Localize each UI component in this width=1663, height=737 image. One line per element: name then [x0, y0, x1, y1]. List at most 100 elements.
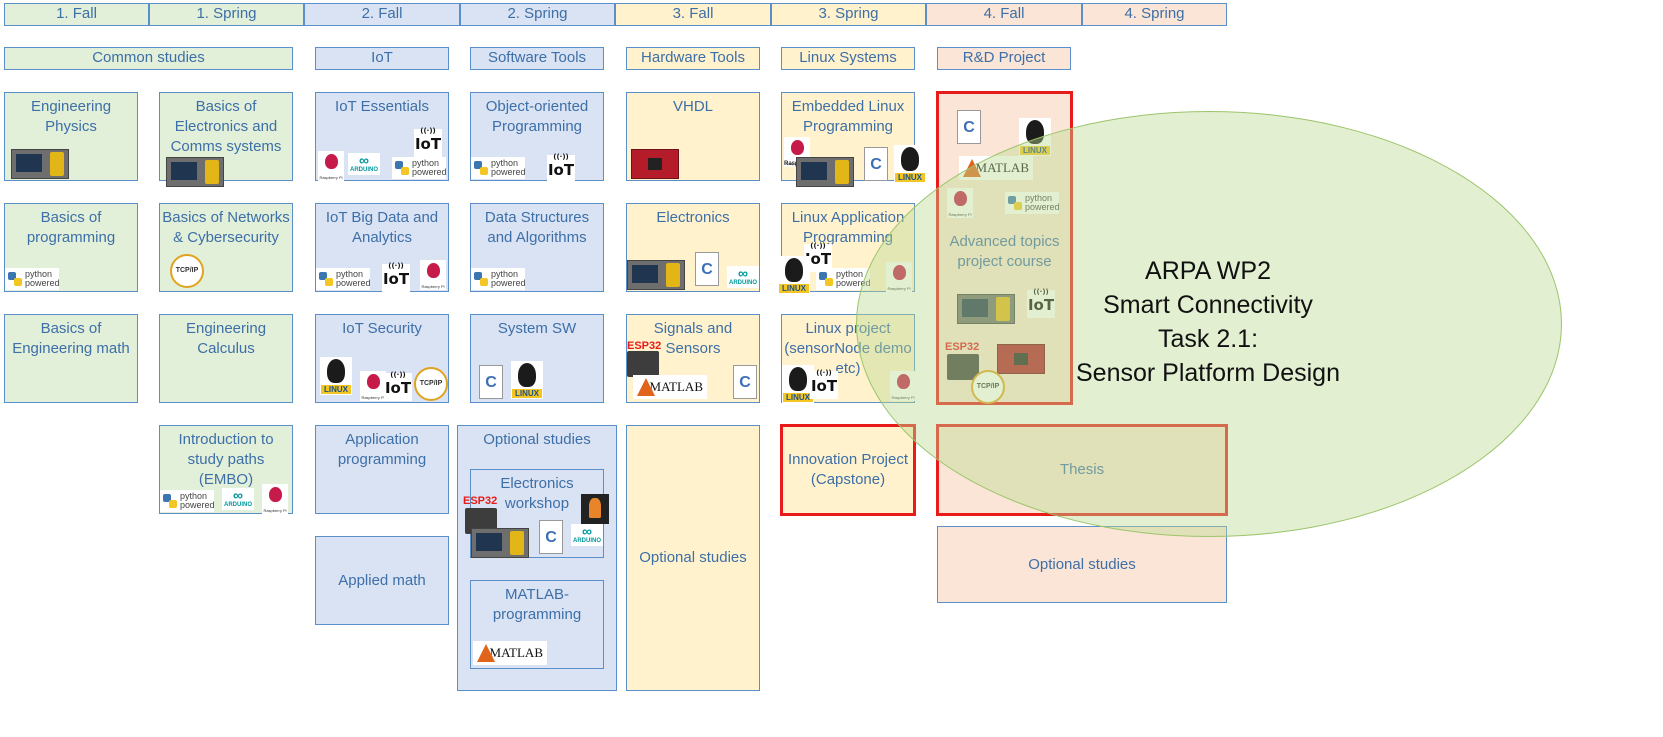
- c-book-icon: C: [479, 365, 503, 399]
- raspberry-pi-icon: [360, 371, 386, 401]
- course-iot-security: IoT Security IoT TCP/IP: [315, 314, 449, 403]
- course-basics-electronics: Basics of Electronics and Comms systems: [159, 92, 293, 187]
- c-book-icon: C: [539, 520, 563, 554]
- track-software-tools: Software Tools: [470, 47, 604, 70]
- course-app-programming: Application programming: [315, 425, 449, 514]
- oscilloscope-icon: [796, 157, 854, 187]
- arduino-text: ARDUINO: [350, 167, 378, 173]
- course-applied-math: Applied math: [315, 536, 449, 625]
- course-label: IoT Big Data and Analytics: [325, 209, 439, 246]
- course-label: MATLAB-programming: [492, 586, 582, 623]
- iot-icon: IoT: [810, 369, 838, 399]
- raspberry-pi-icon: [262, 484, 288, 514]
- esp32-label: ESP32: [463, 495, 498, 507]
- iot-icon: IoT: [414, 127, 442, 157]
- arduino-text: ARDUINO: [573, 538, 601, 544]
- iot-icon: IoT: [547, 153, 575, 183]
- oscilloscope-icon: [11, 149, 69, 179]
- arpa-line-4: Sensor Platform Design: [1075, 359, 1340, 387]
- arduino-text: ARDUINO: [729, 280, 757, 286]
- course-label: Application programming: [337, 431, 427, 468]
- raspberry-pi-label: Raspb: [784, 161, 803, 167]
- matlab-icon: MATLAB: [633, 375, 707, 399]
- arduino-symbol: ∞: [359, 152, 369, 168]
- tcpip-icon: TCP/IP: [170, 254, 204, 288]
- course-label: IoT Essentials: [335, 98, 429, 115]
- linux-icon: [782, 365, 814, 403]
- iot-icon: IoT: [382, 262, 410, 292]
- arpa-scope-ellipse: [856, 111, 1562, 537]
- arduino-icon: ∞ARDUINO: [571, 524, 603, 546]
- course-iot-big-data: IoT Big Data and Analytics python powere…: [315, 203, 449, 292]
- arduino-icon: ∞ARDUINO: [222, 488, 254, 510]
- course-label: Applied math: [338, 571, 426, 589]
- iot-icon: IoT: [384, 371, 412, 401]
- linux-icon: [894, 145, 926, 183]
- course-iot-essentials: IoT Essentials IoT ∞ARDUINO python power…: [315, 92, 449, 181]
- track-linux-systems: Linux Systems: [781, 47, 915, 70]
- course-electronics: Electronics C ∞ARDUINO: [626, 203, 760, 292]
- course-label: Engineering Calculus: [185, 320, 267, 357]
- course-optional-year4: Optional studies: [937, 526, 1227, 603]
- semester-3-spring: 3. Spring: [771, 3, 926, 26]
- course-label: Signals and Sensors: [653, 320, 733, 357]
- course-optional-hardware: Optional studies: [626, 425, 760, 691]
- linux-icon: [320, 357, 352, 395]
- oscilloscope-icon: [166, 157, 224, 187]
- python-icon: python powered: [392, 157, 447, 179]
- course-data-structures: Data Structures and Algorithms python po…: [470, 203, 604, 292]
- semester-2-fall: 2. Fall: [304, 3, 460, 26]
- linux-icon: [778, 256, 810, 294]
- course-label: Electronics: [656, 209, 730, 226]
- c-book-icon: C: [864, 147, 888, 181]
- course-basics-math: Basics of Engineering math: [4, 314, 138, 403]
- raspberry-pi-icon: [420, 260, 446, 290]
- course-label: Engineering Physics: [30, 98, 112, 135]
- python-icon: python powered: [160, 490, 215, 512]
- fpga-board-icon: [631, 149, 679, 179]
- course-basics-programming: Basics of programming python powered: [4, 203, 138, 292]
- course-label: System SW: [497, 320, 577, 337]
- course-signals-sensors: Signals and Sensors ESP32 MATLAB C: [626, 314, 760, 403]
- course-innovation-project: Innovation Project (Capstone): [780, 424, 916, 516]
- arpa-line-1: ARPA WP2: [1145, 257, 1271, 285]
- course-eng-calculus: Engineering Calculus: [159, 314, 293, 403]
- python-icon: python powered: [816, 268, 871, 290]
- course-system-sw: System SW C: [470, 314, 604, 403]
- arduino-text: ARDUINO: [224, 502, 252, 508]
- course-label: Innovation Project (Capstone): [787, 451, 909, 488]
- course-electronics-workshop: Electronics workshop ESP32 C ∞ARDUINO: [463, 469, 609, 558]
- arduino-icon: ∞ARDUINO: [727, 266, 759, 288]
- python-icon: python powered: [471, 157, 526, 179]
- group-title: Optional studies: [483, 431, 591, 448]
- arduino-icon: ∞ARDUINO: [348, 153, 380, 175]
- arpa-wp2-label: ARPA WP2 Smart Connectivity Task 2.1: Se…: [1038, 254, 1378, 390]
- semester-4-fall: 4. Fall: [926, 3, 1082, 26]
- course-vhdl: VHDL: [626, 92, 760, 181]
- course-label: Basics of programming: [26, 209, 116, 246]
- semester-4-spring: 4. Spring: [1082, 3, 1227, 26]
- course-label: IoT Security: [342, 320, 422, 337]
- course-label: Basics of Electronics and Comms systems: [170, 98, 282, 155]
- arduino-symbol: ∞: [582, 523, 592, 539]
- track-iot: IoT: [315, 47, 449, 70]
- python-icon: python powered: [316, 268, 371, 290]
- course-label: Basics of Networks & Cybersecurity: [162, 209, 290, 246]
- tcpip-icon: TCP/IP: [414, 367, 448, 401]
- c-book-icon: C: [957, 110, 981, 144]
- c-book-icon: C: [733, 365, 757, 399]
- course-matlab-programming: MATLAB-programming MATLAB: [470, 580, 604, 669]
- course-label: Basics of Engineering math: [12, 320, 130, 357]
- course-label: Electronics workshop: [500, 475, 574, 512]
- arpa-line-3: Task 2.1:: [1157, 325, 1259, 353]
- course-embedded-linux: Embedded Linux Programming Raspb C: [781, 92, 926, 187]
- raspberry-pi-icon: [318, 151, 344, 181]
- course-intro-study-paths: Introduction to study paths (EMBO) pytho…: [159, 425, 293, 514]
- linux-icon: [511, 361, 543, 399]
- esp32-label: ESP32: [627, 340, 662, 352]
- course-oop: Object-oriented Programming python power…: [470, 92, 604, 183]
- course-label: Data Structures and Algorithms: [484, 209, 590, 246]
- course-label: Optional studies: [1028, 555, 1136, 573]
- track-rnd-project: R&D Project: [937, 47, 1071, 70]
- course-label: Introduction to study paths (EMBO): [178, 431, 274, 488]
